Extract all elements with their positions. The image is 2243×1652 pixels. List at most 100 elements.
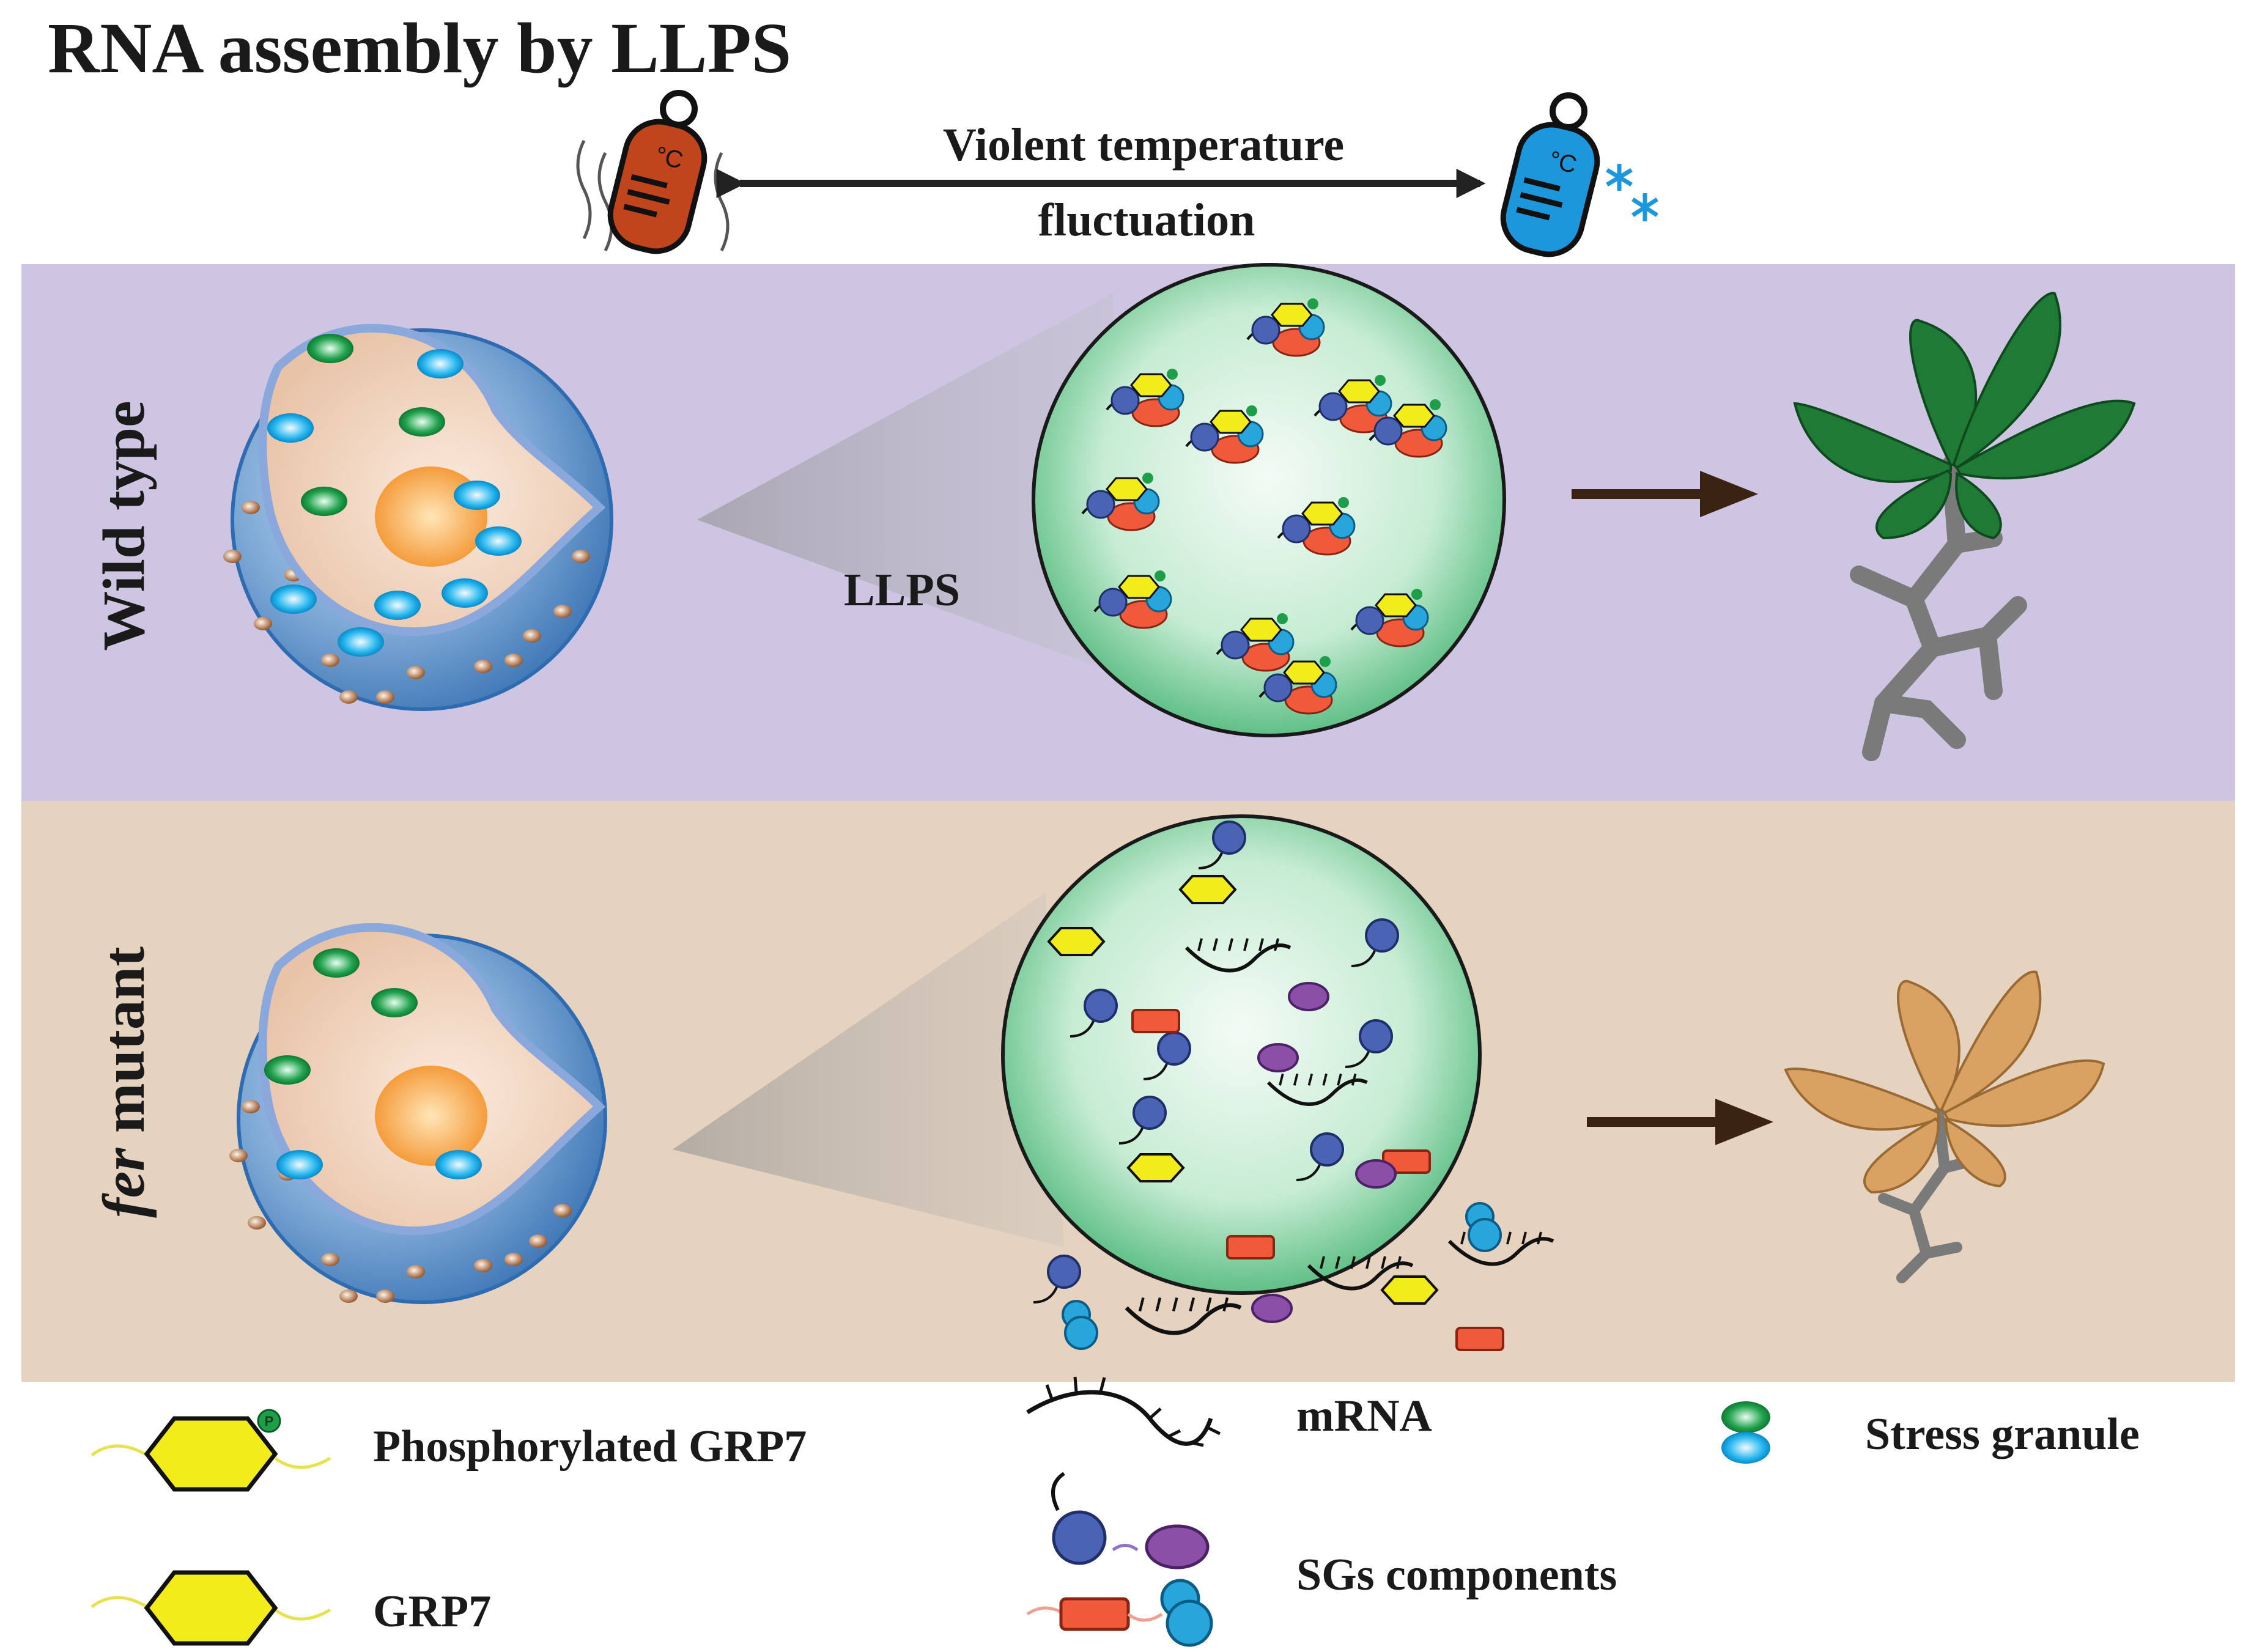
sg-component-purple bbox=[1251, 1294, 1293, 1323]
body bbox=[1365, 918, 1399, 953]
sg-component-blue bbox=[1345, 1019, 1393, 1068]
legend-sgs-components-icon bbox=[1026, 1472, 1213, 1647]
stress-granule bbox=[301, 487, 347, 516]
sg-component-blue bbox=[1070, 989, 1118, 1038]
phosphorylated-grp7 bbox=[1210, 410, 1252, 434]
base bbox=[1307, 1073, 1314, 1086]
body bbox=[1288, 982, 1329, 1011]
body bbox=[1131, 1009, 1180, 1033]
organelle-dot bbox=[376, 1289, 394, 1303]
wilted-plant-icon bbox=[1784, 970, 2105, 1283]
body bbox=[1359, 1019, 1393, 1053]
body bbox=[1126, 1153, 1185, 1182]
legend-sgs-components-label: SGs components bbox=[1296, 1550, 1617, 1600]
organelle-dot bbox=[223, 550, 242, 563]
phosphorylated-grp7 bbox=[1118, 575, 1160, 599]
body bbox=[1310, 1132, 1344, 1167]
body bbox=[1212, 820, 1246, 855]
phosphorylated-grp7 bbox=[1338, 379, 1380, 404]
body bbox=[1047, 927, 1106, 956]
organelle-dot bbox=[339, 690, 358, 704]
grp7-sg-cluster bbox=[1350, 589, 1429, 647]
base bbox=[1213, 938, 1218, 951]
fer-mutant-cell bbox=[229, 923, 607, 1304]
organelle-dot bbox=[504, 1253, 523, 1266]
organelle-dot bbox=[407, 1265, 425, 1278]
grp7 bbox=[1178, 875, 1237, 904]
organelle-dot bbox=[321, 654, 339, 667]
legend-phosphorylated-grp7-icon: P bbox=[91, 1409, 331, 1492]
fer-mutant-outcome-arrow bbox=[1587, 1099, 1773, 1145]
stress-granule bbox=[417, 349, 464, 378]
stress-granule bbox=[307, 334, 353, 363]
legend-stress-granule-icon bbox=[1721, 1401, 1770, 1464]
base bbox=[1537, 1231, 1542, 1245]
base bbox=[1351, 1073, 1357, 1086]
grp7-sg-cluster bbox=[1246, 298, 1325, 357]
temperature-section: °C Violent temperature fluctuation °C bbox=[576, 90, 1658, 257]
stress-granule bbox=[454, 481, 500, 510]
phospho-dot bbox=[1142, 473, 1153, 484]
phospho-dot bbox=[1277, 613, 1288, 624]
phospho-dot bbox=[1307, 298, 1318, 309]
sg-component-blue bbox=[1351, 918, 1399, 967]
stress-granule bbox=[313, 948, 360, 978]
sg-component-red bbox=[1455, 1327, 1504, 1351]
phosphorylated-grp7 bbox=[1301, 501, 1343, 526]
legend-stress-granule-label: Stress granule bbox=[1865, 1409, 2140, 1459]
healthy-plant-icon bbox=[1793, 292, 2136, 761]
body bbox=[1178, 875, 1237, 904]
stress-granule bbox=[374, 591, 421, 620]
phosphorylated-grp7 bbox=[1130, 373, 1172, 397]
sg-component-blue bbox=[1282, 514, 1311, 544]
base bbox=[1228, 938, 1233, 951]
grp7-sg-cluster bbox=[1277, 497, 1356, 556]
body bbox=[1047, 1255, 1081, 1289]
sg-component-purple bbox=[1288, 982, 1329, 1011]
cold-thermometer-unit: °C bbox=[1546, 146, 1580, 179]
hot-thermometer-icon: °C bbox=[576, 90, 730, 254]
grp7-sg-cluster bbox=[1369, 399, 1447, 458]
organelle-dot bbox=[529, 1234, 547, 1248]
base bbox=[1138, 1297, 1145, 1312]
base bbox=[1350, 1256, 1356, 1269]
body bbox=[1251, 1294, 1293, 1323]
body bbox=[1133, 1096, 1167, 1130]
grp7-sg-cluster bbox=[1185, 405, 1264, 464]
b bbox=[1468, 1218, 1502, 1252]
sg-component-purple bbox=[1355, 1159, 1397, 1189]
sg-component-blue bbox=[1033, 1255, 1081, 1304]
body bbox=[1257, 1043, 1299, 1072]
organelle-dot bbox=[254, 617, 272, 630]
mrna-strand bbox=[1125, 1297, 1242, 1335]
organelle-dot bbox=[248, 1216, 266, 1230]
grp7 bbox=[1047, 927, 1106, 956]
phospho-dot bbox=[1430, 399, 1441, 410]
base bbox=[1197, 938, 1203, 951]
organelle-dot bbox=[572, 550, 590, 563]
base bbox=[1279, 1073, 1284, 1086]
organelle-dot bbox=[242, 501, 260, 514]
wild-type-cell bbox=[223, 323, 613, 711]
body bbox=[1226, 1235, 1275, 1259]
organelle-dot bbox=[339, 1289, 358, 1303]
grp7-sg-cluster bbox=[1081, 473, 1160, 531]
fer-mutant-label-rest: mutant bbox=[91, 946, 157, 1148]
sg-component-blue bbox=[1296, 1132, 1344, 1181]
stress-granule bbox=[267, 413, 314, 443]
grp7-sg-cluster bbox=[1216, 613, 1295, 672]
phosphorylated-grp7 bbox=[1240, 618, 1282, 642]
phospho-dot bbox=[1246, 405, 1257, 416]
sg-component-blue bbox=[1221, 630, 1250, 660]
body bbox=[1455, 1327, 1504, 1351]
base bbox=[1274, 938, 1279, 951]
grp7-sg-cluster bbox=[1106, 369, 1184, 427]
grp7 bbox=[1126, 1153, 1185, 1182]
grp7 bbox=[1380, 1275, 1439, 1305]
base bbox=[1243, 938, 1249, 951]
legend-phospho-mark: P bbox=[265, 1414, 274, 1429]
sg-component-blue bbox=[1118, 1096, 1167, 1145]
mrna-strand bbox=[1307, 1256, 1414, 1291]
base bbox=[1155, 1297, 1162, 1312]
